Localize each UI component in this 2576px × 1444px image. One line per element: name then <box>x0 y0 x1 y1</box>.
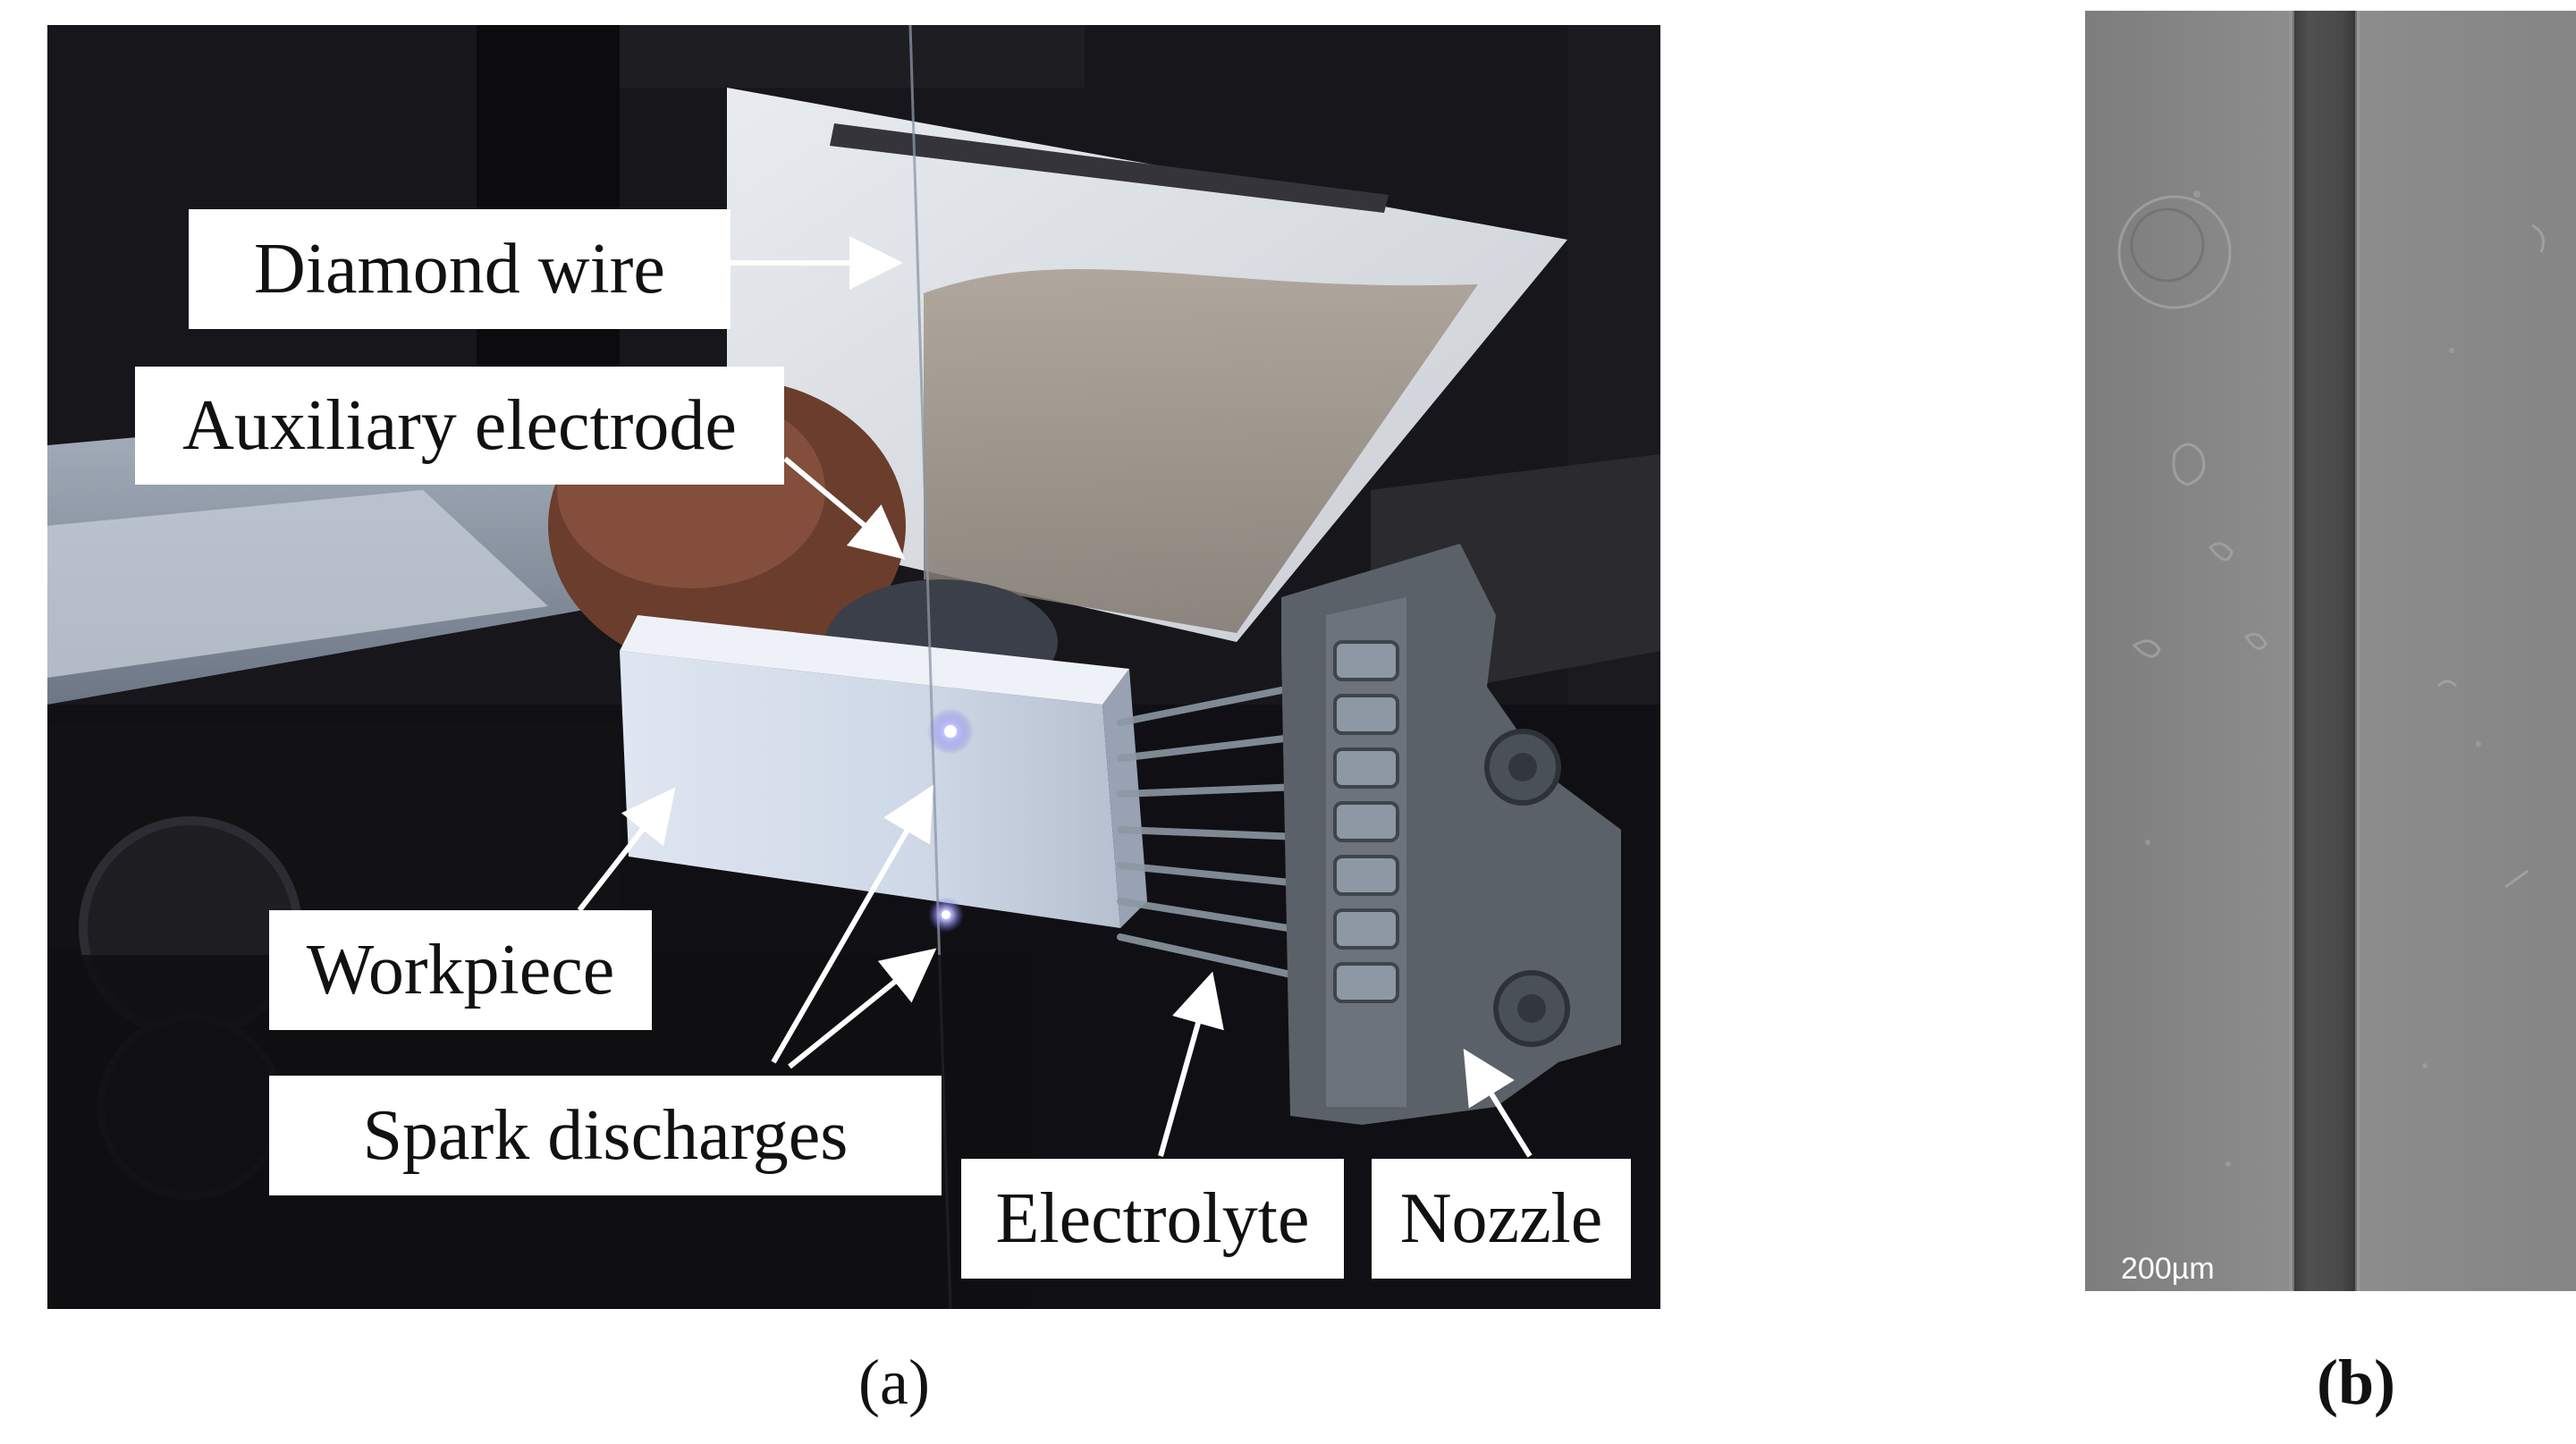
experiment-photo: Diamond wire Auxiliary electrode Workpie… <box>47 25 1660 1309</box>
label-nozzle: Nozzle <box>1372 1159 1631 1279</box>
label-workpiece: Workpiece <box>269 910 652 1030</box>
label-electrolyte: Electrolyte <box>961 1159 1344 1279</box>
sem-micrograph: 200µm <box>2085 11 2576 1291</box>
sem-image <box>2085 11 2576 1291</box>
label-spark-discharges: Spark discharges <box>269 1076 942 1195</box>
caption-a: (a) <box>858 1347 930 1418</box>
scale-bar-label: 200µm <box>2121 1252 2215 1286</box>
label-diamond-wire: Diamond wire <box>189 209 731 329</box>
label-auxiliary-electrode: Auxiliary electrode <box>135 367 784 485</box>
caption-b: (b) <box>2317 1347 2395 1418</box>
